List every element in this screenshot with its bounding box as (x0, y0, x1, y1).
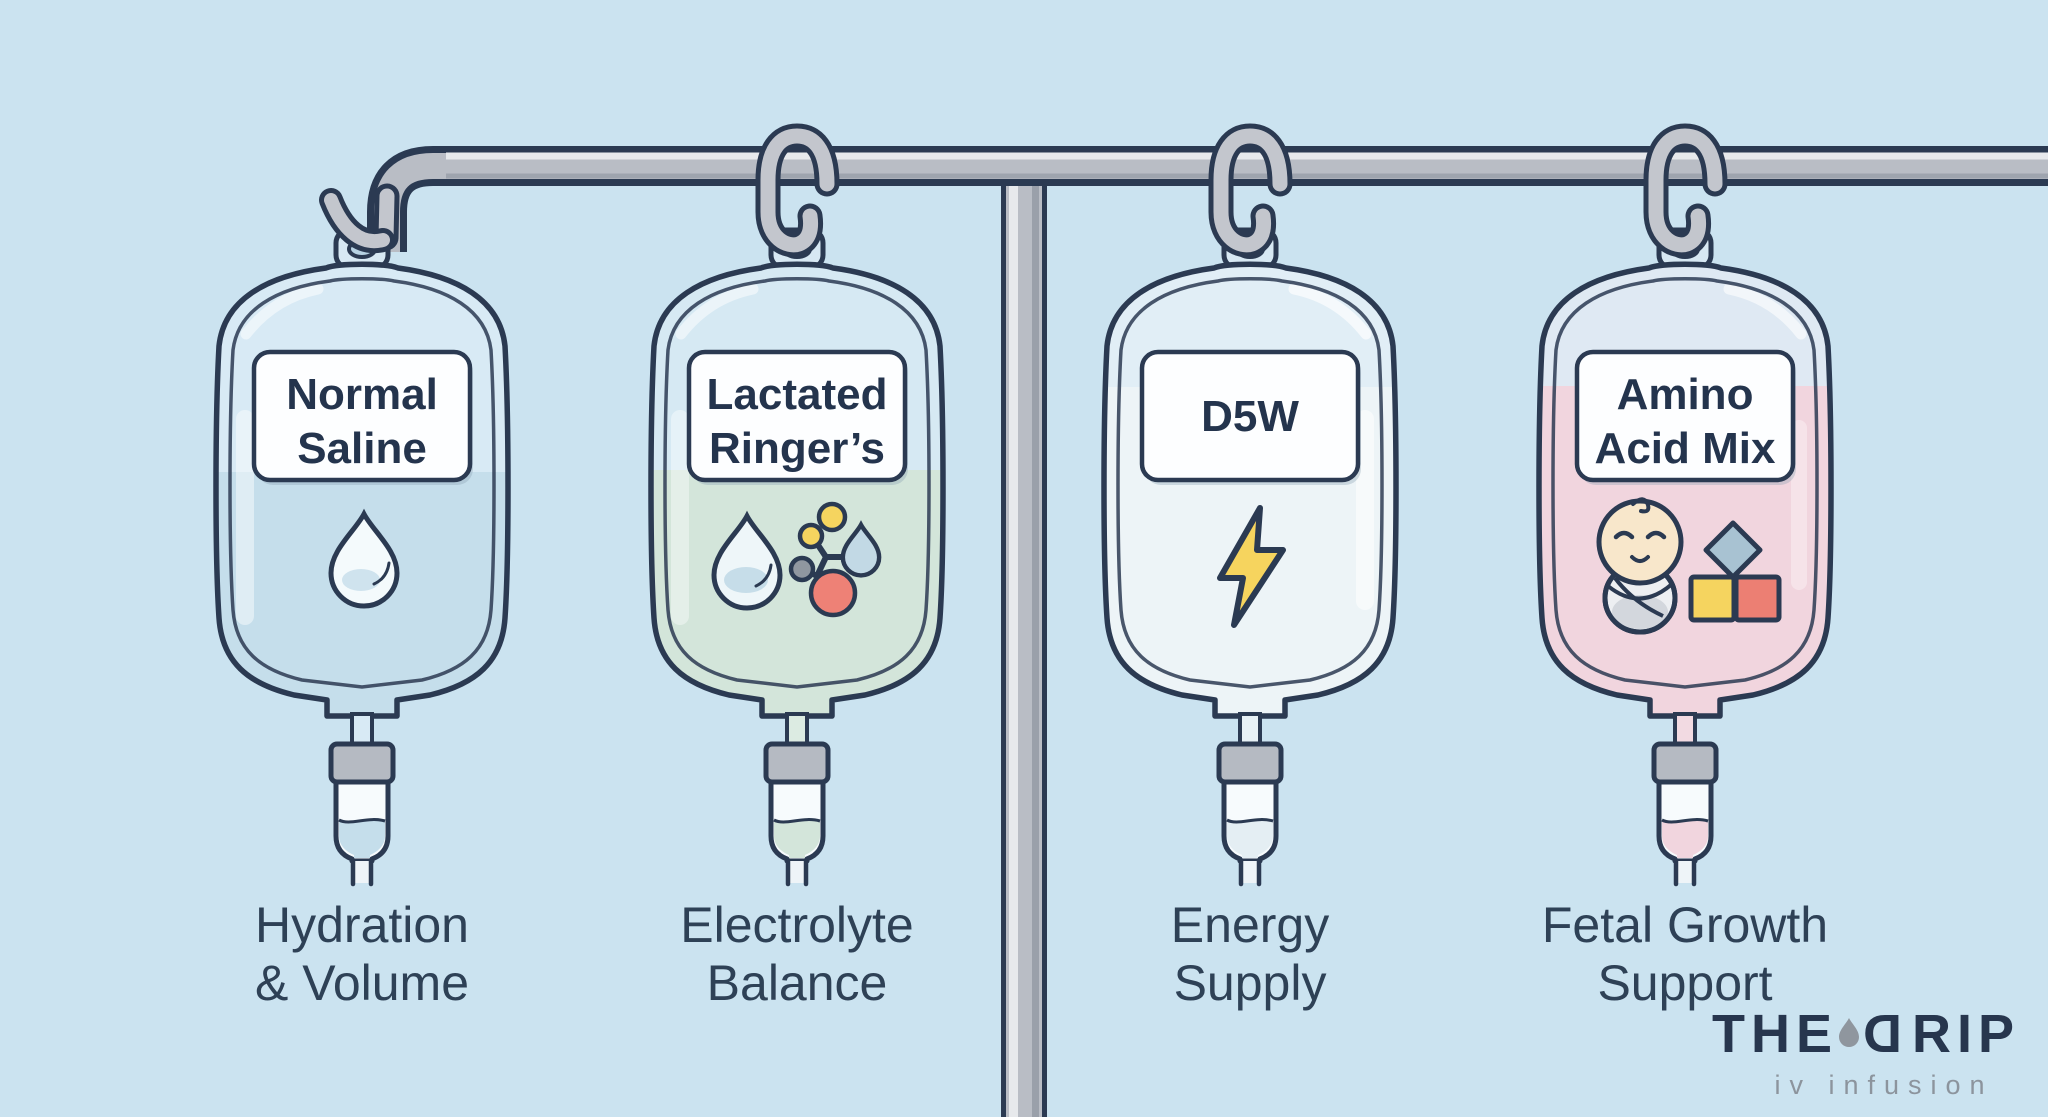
baby-icon (1596, 497, 1684, 635)
gloss-highlight (1356, 410, 1374, 610)
bag-label: Normal Saline (251, 349, 473, 485)
bag-label-line1: Amino (1617, 370, 1754, 419)
brand-letter-d-mirrored: D (1857, 1004, 1902, 1064)
caption-line1: Energy (1171, 897, 1329, 953)
caption-line1: Electrolyte (680, 897, 913, 953)
iv-bag-amino-acid-mix: Amino Acid Mix (1535, 227, 1835, 887)
building-blocks-icon (1688, 520, 1782, 623)
caption-line2: Support (1597, 955, 1772, 1011)
bag-label-line2: Saline (297, 424, 427, 473)
bag-label-line1: Lactated (707, 370, 888, 419)
caption-line2: Balance (707, 955, 888, 1011)
bag-label-line1: D5W (1201, 392, 1299, 441)
port-assembly (1651, 712, 1719, 887)
gloss-highlight (1288, 283, 1372, 340)
captions: Hydration & Volume Electrolyte Balance E… (255, 897, 1828, 1011)
bag-label: D5W (1139, 349, 1361, 485)
caption-line1: Hydration (255, 897, 469, 953)
brand-word-rip: RIP (1912, 1004, 2020, 1064)
bag-label: Lactated Ringer’s (686, 349, 908, 485)
gloss-highlight (671, 410, 689, 625)
brand-word-the: THE (1712, 1004, 1838, 1064)
hanger-arm (319, 183, 400, 254)
gloss-highlight (675, 283, 759, 340)
water-drop-icon (331, 514, 397, 606)
caption-energy-supply: Energy Supply (1171, 897, 1329, 1011)
logo-droplet-icon (1839, 1018, 1859, 1047)
bag-label-line2: Ringer’s (709, 424, 885, 473)
port-collar (763, 741, 831, 785)
bag-label: Amino Acid Mix (1574, 349, 1796, 485)
caption-line2: Supply (1174, 955, 1327, 1011)
bag-liquid (651, 470, 943, 716)
port-collar (1216, 741, 1284, 785)
port-assembly (1216, 712, 1284, 887)
caption-line2: & Volume (255, 955, 469, 1011)
molecule-icon (788, 501, 879, 618)
iv-bag-d5w: D5W (1100, 227, 1400, 887)
gloss-highlight (240, 283, 324, 340)
iv-bag-normal-saline: Normal Saline (212, 227, 512, 887)
caption-line1: Fetal Growth (1542, 897, 1828, 953)
lightning-bolt-icon (1217, 505, 1286, 628)
port-collar (1651, 741, 1719, 785)
iv-bag-lactated-ringers: Lactated Ringer’s (647, 227, 947, 887)
gloss-highlight (1723, 283, 1807, 340)
bag-label-line1: Normal (286, 370, 438, 419)
gloss-highlight (236, 410, 254, 625)
port-collar (328, 741, 396, 785)
hanger-hooks (319, 136, 1715, 254)
caption-electrolyte-balance: Electrolyte Balance (680, 897, 913, 1011)
brand-tagline: iv infusion (1774, 1070, 1993, 1100)
iv-pole (1001, 172, 1047, 1117)
bag-label-line2: Acid Mix (1595, 424, 1776, 473)
port-assembly (763, 712, 831, 887)
caption-fetal-growth-support: Fetal Growth Support (1542, 897, 1828, 1011)
water-drop-icon (714, 516, 780, 608)
brand-logo: THE D RIP iv infusion (1712, 1004, 2020, 1100)
port-assembly (328, 712, 396, 887)
caption-hydration-volume: Hydration & Volume (255, 897, 469, 1011)
